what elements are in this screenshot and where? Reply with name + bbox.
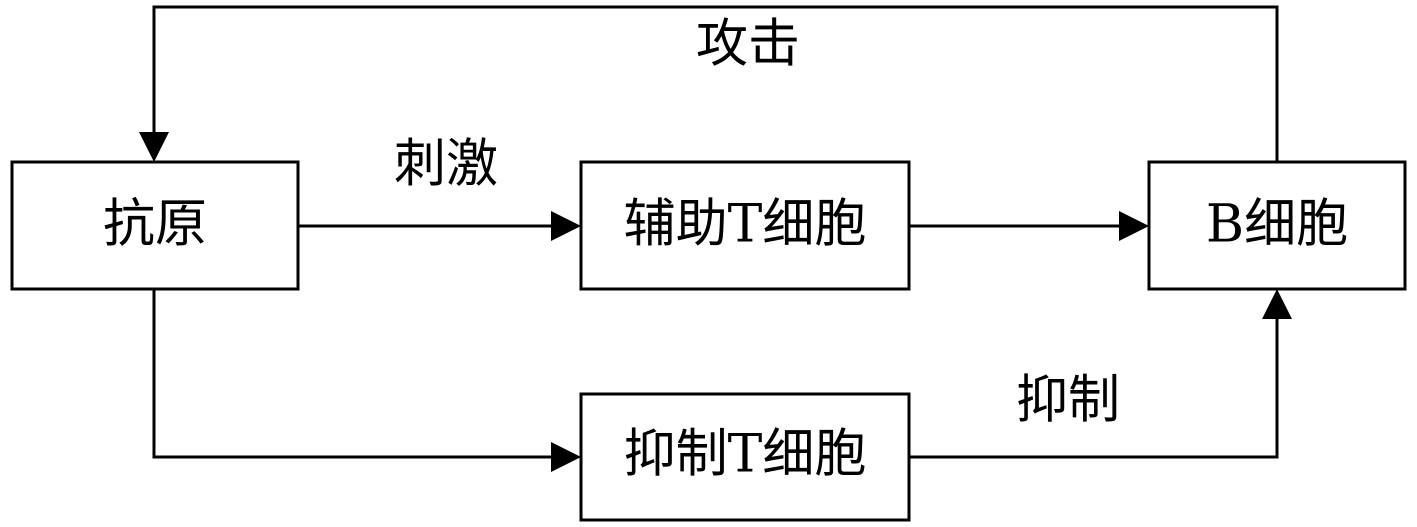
helper-to-b-connector — [909, 211, 1149, 241]
helper-to-b-arrowhead — [1119, 211, 1149, 241]
helper-t-box — [579, 160, 911, 291]
attack-label: 攻击 — [696, 15, 800, 75]
inhibit-arrowhead — [1262, 289, 1292, 319]
antigen-to-suppressor-line — [152, 289, 556, 459]
helper-t-node: 辅助T细胞 — [579, 160, 911, 291]
stimulate-connector: 刺激 — [298, 135, 581, 241]
antigen-node: 抗原 — [10, 160, 300, 291]
antigen-box — [10, 160, 300, 291]
stimulate-label: 刺激 — [394, 135, 498, 195]
stimulate-arrowhead — [551, 211, 581, 241]
inhibit-label: 抑制 — [1016, 371, 1120, 431]
antigen-label: 抗原 — [103, 195, 207, 255]
inhibit-line — [909, 314, 1279, 459]
attack-arrowhead — [139, 132, 169, 162]
suppressor-t-node: 抑制T细胞 — [579, 392, 911, 522]
antigen-to-suppressor-connector — [152, 289, 581, 472]
b-cell-node: B细胞 — [1147, 160, 1407, 291]
b-cell-label: B细胞 — [1206, 195, 1348, 255]
helper-t-label: 辅助T细胞 — [624, 195, 867, 255]
attack-connector: 攻击 — [139, 5, 1279, 162]
antigen-to-suppressor-arrowhead — [551, 442, 581, 472]
attack-line — [152, 5, 1279, 162]
inhibit-connector: 抑制 — [909, 289, 1292, 459]
suppressor-t-label: 抑制T细胞 — [624, 425, 867, 485]
